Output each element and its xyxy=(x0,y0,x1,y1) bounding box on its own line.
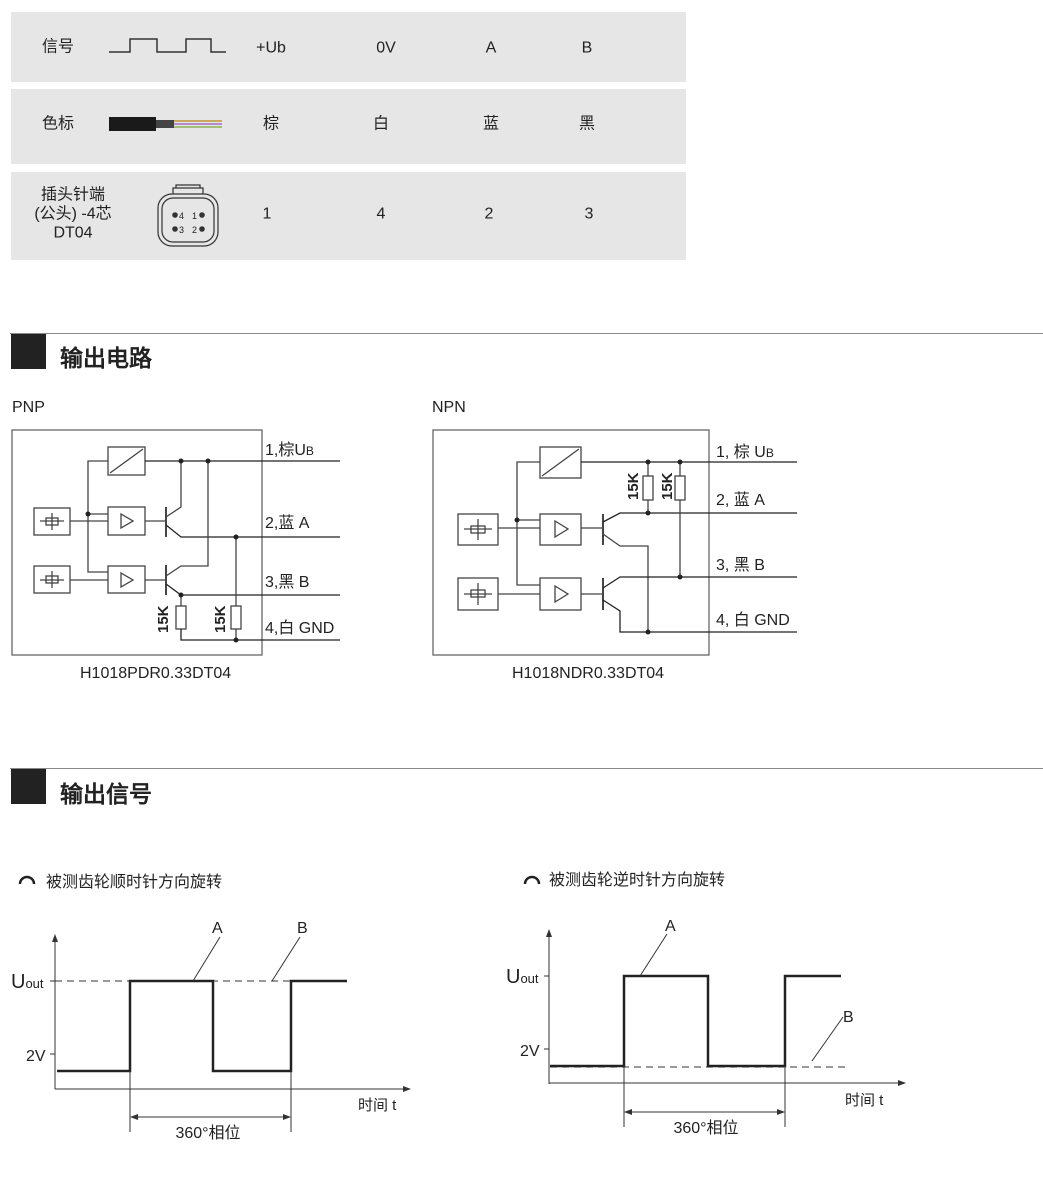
connector-pin: 4 xyxy=(179,211,184,221)
y-label: Uout xyxy=(506,966,539,988)
resistor-label: 15K xyxy=(155,605,172,633)
row-label-connector: 插头针端 (公头) -4芯 DT04 xyxy=(34,186,111,243)
clockwise-rotation-icon xyxy=(18,875,36,885)
connector-pin: 1 xyxy=(192,211,197,221)
color-value: 蓝 xyxy=(482,115,500,133)
row-label-signal: 信号 xyxy=(41,38,75,56)
resistor-label: 15K xyxy=(212,605,229,633)
pin-value: 3 xyxy=(584,205,594,223)
pin-value: 1 xyxy=(262,205,272,223)
counterclockwise-rotation-icon xyxy=(523,875,541,885)
connector-pin: 3 xyxy=(179,225,184,235)
section-title-output-circuit: 输出电路 xyxy=(60,345,152,371)
signal-value: B xyxy=(581,39,593,57)
label-b: B xyxy=(843,1009,854,1026)
row-label-color: 色标 xyxy=(41,115,75,133)
junction-dots xyxy=(514,459,683,635)
color-value: 白 xyxy=(372,115,390,133)
pin-label-a: 2,蓝 A xyxy=(265,514,310,532)
chart-caption-clockwise: 被测齿轮顺时针方向旋转 xyxy=(46,874,223,891)
tick-2v: 2V xyxy=(26,1048,46,1065)
pnp-label: PNP xyxy=(12,399,45,416)
y-label: Uout xyxy=(11,971,44,993)
resistor-label: 15K xyxy=(659,472,676,500)
pin-value: 4 xyxy=(376,205,386,223)
section-divider xyxy=(10,333,1043,334)
resistor-label: 15K xyxy=(625,472,642,500)
square-wave-icon xyxy=(109,38,226,53)
section-marker xyxy=(11,769,46,804)
npn-label: NPN xyxy=(432,399,466,416)
phase-label: 360°相位 xyxy=(673,1119,738,1137)
color-value: 黑 xyxy=(578,115,596,133)
signal-chart-counterclockwise xyxy=(544,929,906,1127)
pin-label-ub: 1, 棕 UB xyxy=(716,443,774,461)
label-a: A xyxy=(665,918,676,935)
npn-circuit xyxy=(432,429,797,656)
section-marker xyxy=(11,334,46,369)
pin-label-b: 3,黑 B xyxy=(265,574,309,591)
phase-label: 360°相位 xyxy=(175,1124,240,1142)
cable-icon xyxy=(109,117,222,131)
section-title-output-signal: 输出信号 xyxy=(60,781,152,807)
color-value: 棕 xyxy=(262,115,280,133)
pnp-model: H1018PDR0.33DT04 xyxy=(80,665,232,682)
series-a-waveform xyxy=(57,979,347,1073)
pin-label-b: 3, 黑 B xyxy=(716,557,765,574)
signal-value: +Ub xyxy=(256,39,286,57)
dt04-connector-icon xyxy=(157,184,219,247)
signal-chart-clockwise xyxy=(50,934,411,1132)
x-label: 时间 t xyxy=(358,1097,397,1114)
table-row-connector xyxy=(11,172,686,260)
x-label: 时间 t xyxy=(845,1092,884,1109)
label-b: B xyxy=(297,920,308,937)
connector-label-line: DT04 xyxy=(53,224,93,242)
pin-label-gnd: 4,白 GND xyxy=(265,619,334,637)
pin-value: 2 xyxy=(484,205,494,223)
junction-dots xyxy=(85,458,239,643)
pin-label-a: 2, 蓝 A xyxy=(716,491,765,509)
connector-label-line: 插头针端 xyxy=(40,186,105,204)
pin-label-gnd: 4, 白 GND xyxy=(716,611,790,629)
npn-model: H1018NDR0.33DT04 xyxy=(512,665,665,682)
table-row-signal xyxy=(11,12,686,82)
chart-caption-counterclockwise: 被测齿轮逆时针方向旋转 xyxy=(549,872,726,889)
signal-value: A xyxy=(485,39,497,57)
connector-pin: 2 xyxy=(192,225,197,235)
signal-value: 0V xyxy=(376,39,396,57)
pin-label-ub: 1,棕UB xyxy=(265,441,314,459)
label-a: A xyxy=(212,920,223,937)
series-a-waveform xyxy=(550,974,841,1068)
section-divider xyxy=(10,768,1043,769)
tick-2v: 2V xyxy=(520,1043,540,1060)
connector-label-line: (公头) -4芯 xyxy=(34,205,112,223)
